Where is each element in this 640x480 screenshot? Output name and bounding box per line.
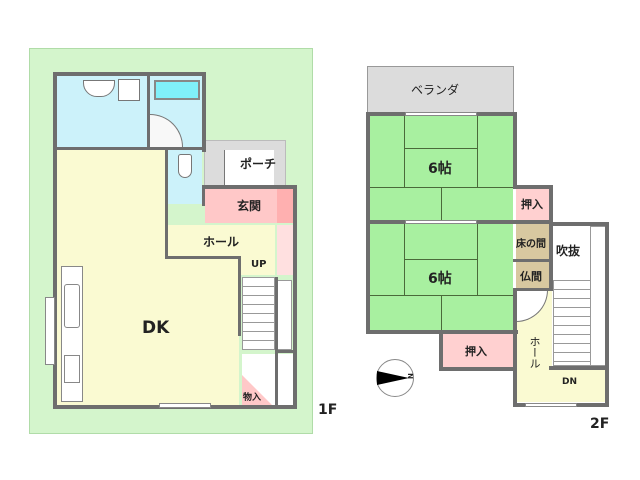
room-label-tokonoma: 床の間 [516, 239, 546, 250]
wall [513, 112, 517, 188]
closet-upper [516, 188, 550, 220]
stove-icon [64, 355, 80, 383]
wall [439, 367, 517, 371]
wall [53, 72, 57, 409]
hall-shoebox [277, 225, 293, 275]
wall [513, 288, 517, 406]
compass-arrow-icon [377, 371, 409, 385]
wall [293, 185, 297, 409]
tatami-line [441, 187, 442, 221]
room-label-dk: DK [142, 318, 170, 338]
room-label-porch: ポーチ [240, 157, 277, 171]
toilet-icon [178, 154, 192, 178]
wall [147, 74, 150, 148]
closet-side [276, 280, 292, 350]
room-label-tatami-lower: 6帖 [428, 271, 452, 287]
window [525, 403, 577, 407]
floor-label-2f: 2F [590, 416, 610, 432]
void-area [590, 226, 606, 366]
closet-lower [442, 334, 514, 368]
wall [165, 256, 240, 259]
wall [605, 222, 609, 407]
room-label-tatami-upper: 6帖 [428, 161, 452, 177]
wall [549, 366, 609, 370]
wall [202, 72, 206, 152]
tatami-line [477, 224, 478, 296]
room-label-entrance: 玄関 [237, 199, 262, 213]
tatami-line [404, 148, 478, 149]
wall [513, 185, 553, 189]
wall [549, 185, 553, 291]
room-label-storage: 物入 [243, 393, 262, 403]
wall [513, 288, 553, 291]
room-label-hall-2f: ホール [528, 336, 541, 369]
dk-room-lower [167, 256, 239, 406]
wall [275, 350, 295, 353]
compass-north-label: N [405, 373, 414, 379]
tatami-line [404, 259, 478, 260]
wall [513, 259, 553, 262]
window [159, 403, 211, 408]
window [405, 220, 477, 224]
hall-2f-lower [516, 370, 606, 402]
wall [202, 185, 297, 189]
staircase-2f[interactable] [553, 280, 593, 366]
veranda [367, 66, 514, 113]
wall [275, 277, 278, 407]
room-label-butsuma: 仏間 [520, 270, 542, 283]
wall [165, 150, 168, 257]
window [405, 112, 477, 116]
hall [168, 225, 275, 275]
wall [202, 186, 205, 206]
tatami-line [441, 295, 442, 330]
wall [439, 330, 443, 370]
tokonoma [516, 224, 550, 260]
room-label-closet-upper: 押入 [521, 198, 543, 211]
tatami-line [404, 224, 405, 296]
window [45, 297, 55, 365]
entrance-step [277, 189, 293, 223]
room-label-closet-lower: 押入 [465, 345, 487, 358]
wall [238, 256, 241, 336]
staircase[interactable] [242, 277, 275, 350]
room-label-hall: ホール [203, 235, 240, 249]
floor-label-1f: 1F [318, 402, 338, 418]
room-label-void: 吹抜 [556, 244, 581, 258]
sink-icon [64, 284, 80, 328]
kitchen-counter-icon [61, 266, 83, 402]
wall [55, 147, 206, 150]
room-label-veranda: ベランダ [411, 83, 460, 97]
wall [53, 72, 206, 76]
storage-closet-mark [242, 375, 272, 405]
butsuma [516, 262, 550, 288]
stairs-down-label: DN [562, 377, 578, 387]
stairs-up-label: UP [251, 259, 267, 270]
washing-machine-icon [118, 79, 140, 101]
wall [549, 222, 609, 226]
tatami-line [477, 115, 478, 188]
bathtub-icon [154, 80, 200, 100]
tatami-line [404, 115, 405, 188]
porch-door [224, 150, 274, 186]
